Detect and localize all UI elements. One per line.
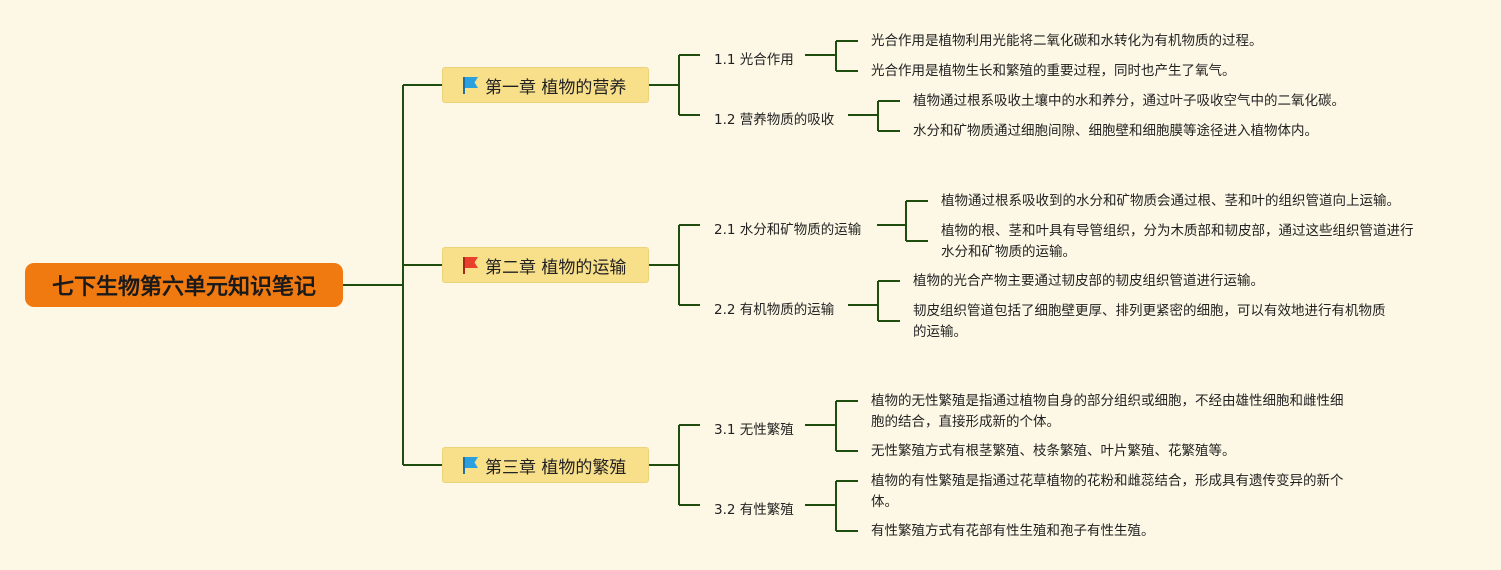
blue-flag-icon [463,457,478,474]
note-1-1-b[interactable]: 光合作用是植物生长和繁殖的重要过程，同时也产生了氧气。 [871,63,1236,79]
section-2-2[interactable]: 2.2 有机物质的运输 [714,302,835,318]
section-2-1[interactable]: 2.1 水分和矿物质的运输 [714,222,862,238]
chapter-2-title: 第二章 植物的运输 [485,257,627,278]
section-1-1[interactable]: 1.1 光合作用 [714,52,794,68]
note-3-1-a[interactable]: 植物的无性繁殖是指通过植物自身的部分组织或细胞，不经由雄性细胞和雌性细胞的结合，… [871,393,1344,430]
note-1-2-a[interactable]: 植物通过根系吸收土壤中的水和养分，通过叶子吸收空气中的二氧化碳。 [913,93,1345,109]
note-3-2-b[interactable]: 有性繁殖方式有花部有性生殖和孢子有性生殖。 [871,523,1155,539]
note-3-1-b[interactable]: 无性繁殖方式有根茎繁殖、枝条繁殖、叶片繁殖、花繁殖等。 [871,443,1236,459]
note-2-1-b[interactable]: 植物的根、茎和叶具有导管组织，分为木质部和韧皮部，通过这些组织管道进行水分和矿物… [941,223,1414,260]
section-1-2[interactable]: 1.2 营养物质的吸收 [714,112,835,128]
note-2-2-b[interactable]: 韧皮组织管道包括了细胞壁更厚、排列更紧密的细胞，可以有效地进行有机物质的运输。 [913,303,1386,340]
section-3-2[interactable]: 3.2 有性繁殖 [714,502,794,518]
chapter-3-title: 第三章 植物的繁殖 [485,457,627,478]
blue-flag-icon [463,77,478,94]
note-1-1-a[interactable]: 光合作用是植物利用光能将二氧化碳和水转化为有机物质的过程。 [871,33,1263,49]
chapter-1[interactable]: 第一章 植物的营养 [442,67,649,103]
red-flag-icon [463,257,478,274]
note-1-2-b[interactable]: 水分和矿物质通过细胞间隙、细胞壁和细胞膜等途径进入植物体内。 [913,123,1318,139]
note-3-2-a[interactable]: 植物的有性繁殖是指通过花草植物的花粉和雌蕊结合，形成具有遗传变异的新个体。 [871,473,1344,510]
note-2-2-a[interactable]: 植物的光合产物主要通过韧皮部的韧皮组织管道进行运输。 [913,273,1264,289]
root-title: 七下生物第六单元知识笔记 [51,275,316,300]
section-3-1[interactable]: 3.1 无性繁殖 [714,422,794,438]
chapter-1-title: 第一章 植物的营养 [485,77,627,98]
root-topic[interactable]: 七下生物第六单元知识笔记 [25,263,343,307]
note-2-1-a[interactable]: 植物通过根系吸收到的水分和矿物质会通过根、茎和叶的组织管道向上运输。 [941,193,1400,209]
chapter-3[interactable]: 第三章 植物的繁殖 [442,447,649,483]
chapter-2[interactable]: 第二章 植物的运输 [442,247,649,283]
